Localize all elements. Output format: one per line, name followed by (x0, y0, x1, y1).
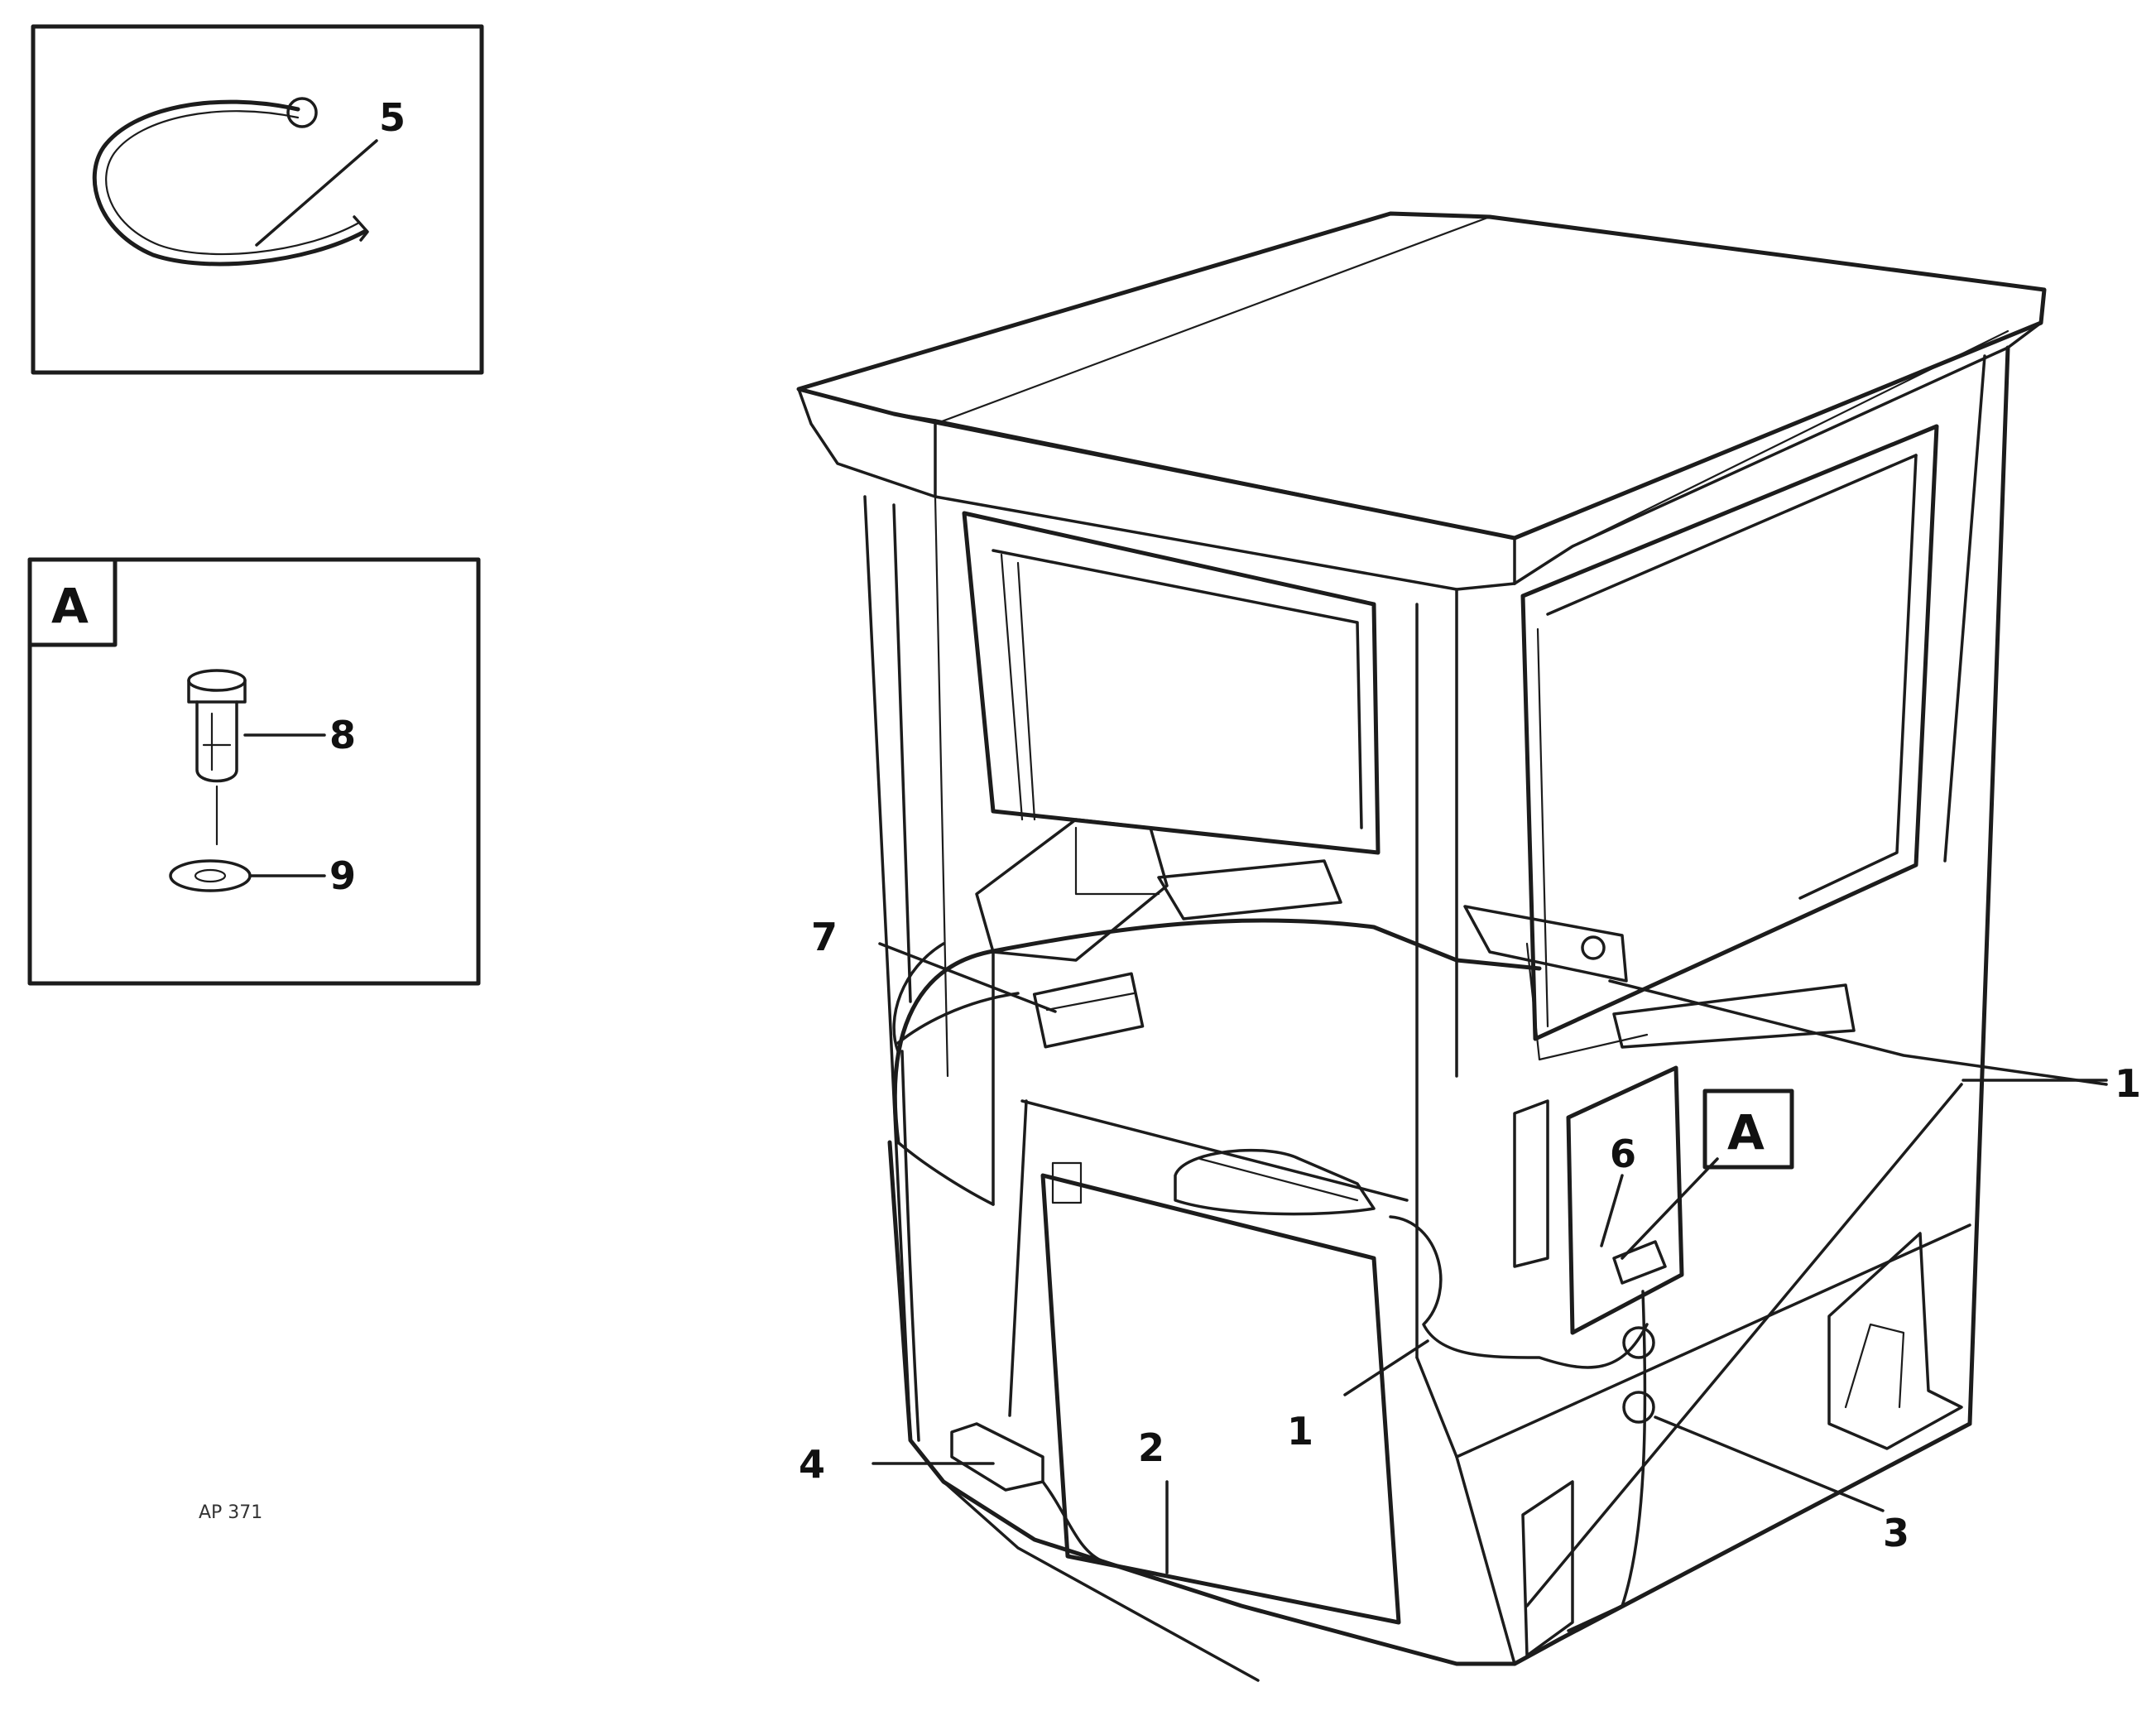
cab-step (1827, 1232, 1963, 1450)
main-tag-a: A (1727, 1104, 1765, 1161)
side-window (1520, 424, 1939, 1041)
callout-2: 2 (1138, 1425, 1164, 1470)
bolt-illustration (187, 669, 247, 783)
detail-box-cable-frame (31, 24, 484, 375)
cable-route (1389, 1215, 1649, 1369)
callout-8: 8 (329, 713, 356, 757)
callout-4: 4 (799, 1442, 825, 1487)
cable-ring-illustration (92, 99, 367, 267)
detail-box-a-frame (27, 557, 481, 986)
detail-box-a: A 8 9 (27, 557, 481, 986)
cab-roof (796, 211, 2047, 541)
detail-box-a-tag-frame (27, 557, 118, 647)
detail-box-a-tag: A (51, 578, 89, 634)
main-tag-a-frame (1702, 1089, 1794, 1170)
callout-1-right: 1 (2115, 1061, 2141, 1106)
callout-1-lower: 1 (1287, 1409, 1313, 1454)
reference-code: AP 371 (199, 1502, 262, 1523)
mount-bracket (1566, 1065, 1684, 1335)
callout-6: 6 (1610, 1132, 1636, 1176)
callout-9: 9 (329, 853, 356, 898)
callout-5: 5 (379, 95, 406, 140)
control-panel (1032, 972, 1145, 1049)
cab-lower-body (887, 1140, 1517, 1666)
callout-7: 7 (811, 915, 838, 959)
detail-box-cable: 5 (31, 24, 484, 375)
reference-block: AP 371 (199, 1502, 262, 1523)
callout-3: 3 (1883, 1511, 1909, 1555)
front-windshield (962, 511, 1381, 855)
washer-illustration (169, 859, 252, 892)
seat (1174, 1148, 1376, 1216)
dashboard (892, 918, 1542, 1145)
cab-door (1040, 1173, 1401, 1625)
cab-illustration: 7 1 1 2 3 4 6 A (796, 211, 2141, 1682)
